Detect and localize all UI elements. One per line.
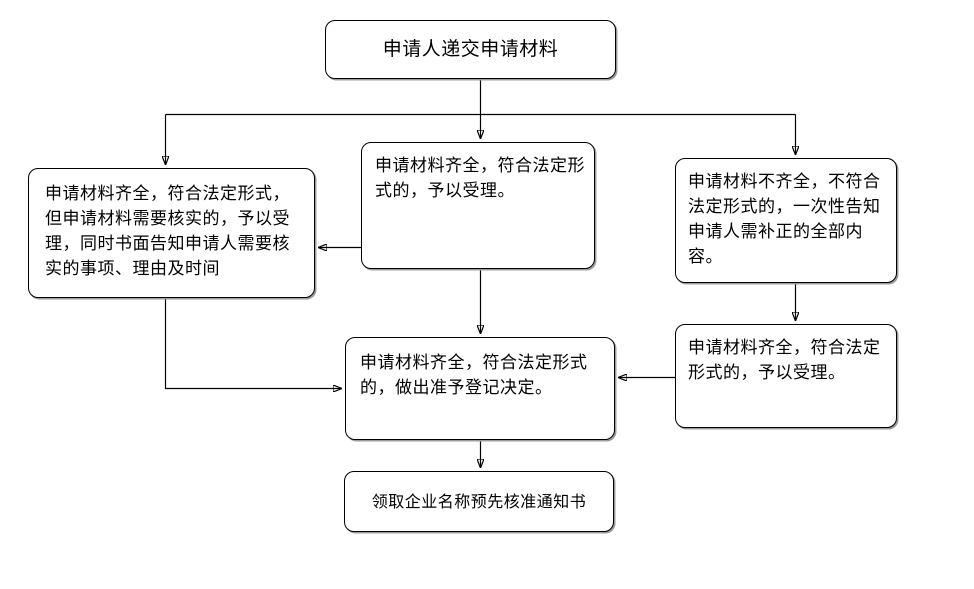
- node-start-text: 申请人递交申请材料: [382, 38, 559, 60]
- node-verify-accept-text: 申请材料齐全，符合法定形式，但申请材料需要核实的，予以受理，同时书面告知申请人需…: [45, 184, 290, 279]
- connector-left-to-decision: [164, 298, 342, 389]
- node-end-text: 领取企业名称预先核准通知书: [371, 492, 587, 511]
- node-complete-accept-text: 申请材料齐全，符合法定形式的，予以受理。: [375, 156, 585, 201]
- node-start: 申请人递交申请材料: [325, 20, 616, 79]
- node-incomplete-notify: 申请材料不齐全，不符合法定形式的，一次性告知申请人需补正的全部内容。: [675, 158, 897, 283]
- node-end: 领取企业名称预先核准通知书: [344, 471, 614, 532]
- node-verify-accept: 申请材料齐全，符合法定形式，但申请材料需要核实的，予以受理，同时书面告知申请人需…: [28, 168, 315, 298]
- node-resubmit-accept: 申请材料齐全，符合法定形式的，予以受理。: [675, 324, 897, 428]
- node-incomplete-notify-text: 申请材料不齐全，不符合法定形式的，一次性告知申请人需补正的全部内容。: [688, 172, 881, 267]
- node-resubmit-accept-text: 申请材料齐全，符合法定形式的，予以受理。: [688, 338, 881, 383]
- node-approve-decision-text: 申请材料齐全，符合法定形式的，做出准予登记决定。: [360, 353, 588, 398]
- node-approve-decision: 申请材料齐全，符合法定形式的，做出准予登记决定。: [345, 337, 615, 440]
- node-complete-accept: 申请材料齐全，符合法定形式的，予以受理。: [361, 142, 595, 269]
